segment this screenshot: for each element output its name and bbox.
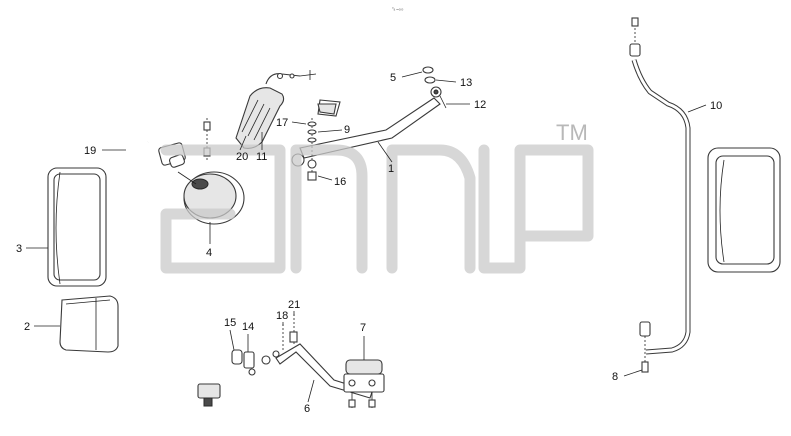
nut-washer-5-13: [422, 66, 436, 84]
callout-label-10: 10: [710, 100, 722, 112]
callout-label-5: 5: [390, 72, 396, 84]
mirror-arm-right: [629, 17, 691, 373]
watermark-tm: TM: [556, 120, 588, 145]
fittings-lower: [231, 314, 298, 376]
callout-label-9: 9: [344, 124, 350, 136]
mirror-clip-bracket: [235, 70, 317, 149]
callout-leader-16: [317, 175, 333, 181]
top-marker: ⁰ₐ ₘₒₒₒ: [392, 6, 404, 11]
callout-leader-6: [307, 379, 315, 403]
callout-leader-10: [687, 104, 707, 113]
callout-label-7: 7: [360, 322, 366, 334]
callout-label-11: 11: [256, 151, 267, 163]
lower-mirror-arm-6: [275, 343, 385, 408]
callout-label-8: 8: [612, 371, 618, 383]
callout-leader-9: [317, 129, 343, 133]
callout-label-18: 18: [276, 310, 288, 322]
callout-label-14: 14: [242, 321, 254, 333]
callout-label-15: 15: [224, 317, 236, 329]
callout-leader-8: [623, 369, 643, 377]
callout-leader-17: [291, 121, 307, 125]
callout-leader-20: [239, 135, 247, 151]
callout-label-4: 4: [206, 247, 212, 259]
callout-label-13: 13: [460, 77, 472, 89]
callout-leader-1: [377, 141, 393, 163]
callout-leader-15: [229, 329, 235, 351]
callout-label-20: 20: [236, 151, 248, 163]
callout-leader-5: [401, 71, 423, 78]
watermark-logo: TM: [160, 120, 594, 274]
mirror-head-small-left: [59, 295, 119, 353]
callout-label-12: 12: [474, 99, 486, 111]
callout-label-1: 1: [388, 163, 394, 175]
callout-leader-13: [435, 79, 457, 83]
callout-label-2: 2: [24, 321, 30, 333]
callout-label-3: 3: [16, 243, 22, 255]
callout-label-6: 6: [304, 403, 310, 415]
mirror-head-large-left: [47, 167, 107, 287]
callout-label-19: 19: [84, 145, 96, 157]
callout-label-17: 17: [276, 117, 288, 129]
callout-label-16: 16: [334, 176, 346, 188]
callout-label-21: 21: [288, 299, 300, 311]
mirror-head-right: [707, 147, 781, 273]
